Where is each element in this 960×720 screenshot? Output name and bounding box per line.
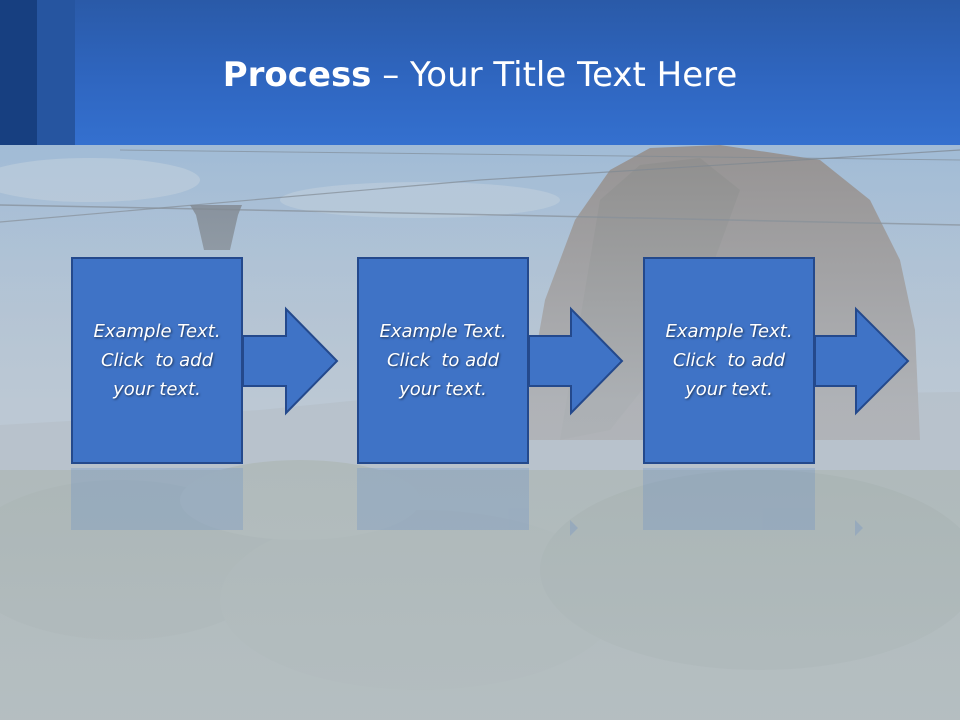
step-3-line-1: Example Text.: [665, 321, 793, 342]
step-1-arrow: [242, 306, 339, 416]
step-3-text[interactable]: Example Text. Click to add your text.: [665, 317, 792, 404]
accent-bar: [37, 0, 75, 145]
step-3-arrow: [814, 306, 910, 416]
step-2-arrow: [528, 306, 624, 416]
step-3-line-2: Click to add: [672, 350, 785, 371]
step-1-line-1: Example Text.: [93, 321, 221, 342]
reflections: [71, 468, 863, 536]
step-3-box[interactable]: Example Text. Click to add your text.: [643, 257, 815, 464]
step-1-line-3: your text.: [113, 379, 201, 400]
title-rest: – Your Title Text Here: [371, 55, 738, 95]
slide-title[interactable]: Process – Your Title Text Here: [0, 54, 960, 96]
step-3-line-3: your text.: [685, 379, 773, 400]
step-1-box[interactable]: Example Text. Click to add your text.: [71, 257, 243, 464]
step-2-line-2: Click to add: [386, 350, 499, 371]
step-2-line-3: your text.: [399, 379, 487, 400]
step-1-text[interactable]: Example Text. Click to add your text.: [93, 317, 220, 404]
title-banner: Process – Your Title Text Here: [0, 0, 960, 145]
step-1-line-2: Click to add: [100, 350, 213, 371]
step-2-text[interactable]: Example Text. Click to add your text.: [379, 317, 506, 404]
title-bold: Process: [222, 55, 372, 95]
accent-bar-dark: [0, 0, 37, 145]
step-2-line-1: Example Text.: [379, 321, 507, 342]
step-2-box[interactable]: Example Text. Click to add your text.: [357, 257, 529, 464]
